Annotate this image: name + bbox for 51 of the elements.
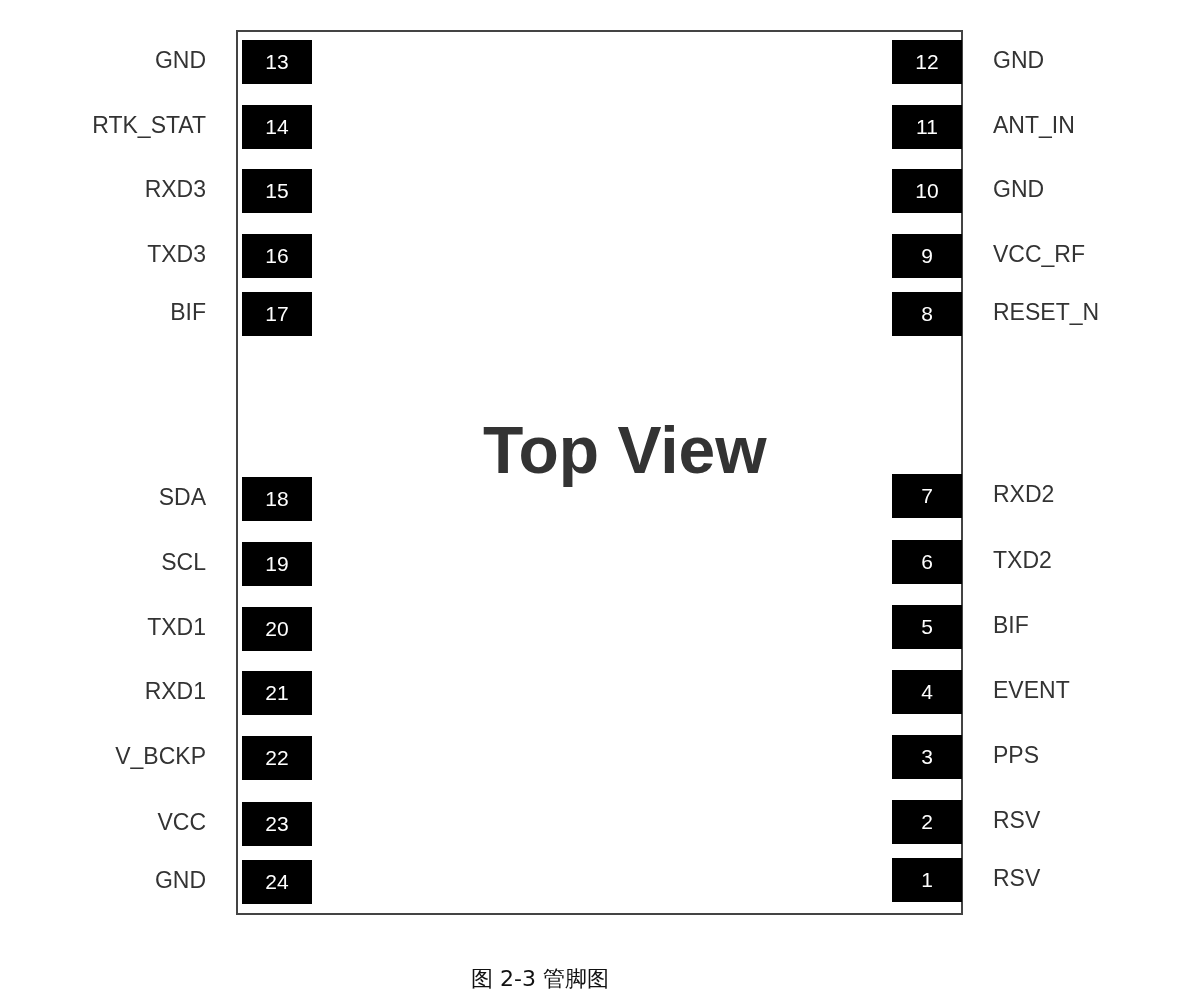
pin-number: 8: [892, 292, 962, 336]
pin-number: 3: [892, 735, 962, 779]
pin-name: ANT_IN: [993, 111, 1075, 139]
pin-name: TXD3: [147, 240, 206, 268]
pin-name: GND: [993, 46, 1045, 74]
pin-number: 20: [242, 607, 312, 651]
pin-name: RSV: [993, 864, 1041, 892]
pin-name: RXD3: [144, 175, 206, 203]
pin-name: VCC_RF: [993, 240, 1085, 268]
pin-number: 15: [242, 169, 312, 213]
pin-name: RESET_N: [993, 298, 1100, 326]
pin-name: SDA: [158, 483, 206, 511]
pin-name: TXD1: [147, 613, 206, 641]
pin-number: 17: [242, 292, 312, 336]
pin-number: 4: [892, 670, 962, 714]
pin-name: SCL: [161, 548, 206, 576]
pin-number: 14: [242, 105, 312, 149]
pin-number: 24: [242, 860, 312, 904]
pin-number: 18: [242, 477, 312, 521]
pin-number: 5: [892, 605, 962, 649]
figure-caption: 图 2-3 管脚图: [470, 965, 610, 993]
pin-name: RSV: [993, 806, 1041, 834]
pin-number: 7: [892, 474, 962, 518]
pin-number: 1: [892, 858, 962, 902]
pin-number: 19: [242, 542, 312, 586]
pin-number: 9: [892, 234, 962, 278]
pin-name: GND: [154, 46, 206, 74]
pin-number: 23: [242, 802, 312, 846]
pin-name: BIF: [170, 298, 206, 326]
pin-number: 22: [242, 736, 312, 780]
pin-name: PPS: [993, 741, 1040, 769]
pin-name: EVENT: [993, 676, 1070, 704]
pin-name: GND: [993, 175, 1045, 203]
chip-outline: [236, 30, 963, 915]
pin-name: GND: [154, 866, 206, 894]
pin-name: TXD2: [993, 546, 1052, 574]
pin-name: V_BCKP: [115, 742, 206, 770]
pin-number: 21: [242, 671, 312, 715]
pin-number: 12: [892, 40, 962, 84]
pin-name: RXD1: [144, 677, 206, 705]
chip-label: Top View: [483, 412, 767, 488]
pin-number: 6: [892, 540, 962, 584]
pin-name: VCC: [157, 808, 206, 836]
pin-name: RXD2: [993, 480, 1055, 508]
pin-number: 13: [242, 40, 312, 84]
pin-number: 11: [892, 105, 962, 149]
pin-number: 10: [892, 169, 962, 213]
pin-name: BIF: [993, 611, 1029, 639]
pin-number: 2: [892, 800, 962, 844]
pin-number: 16: [242, 234, 312, 278]
pin-name: RTK_STAT: [92, 111, 206, 139]
